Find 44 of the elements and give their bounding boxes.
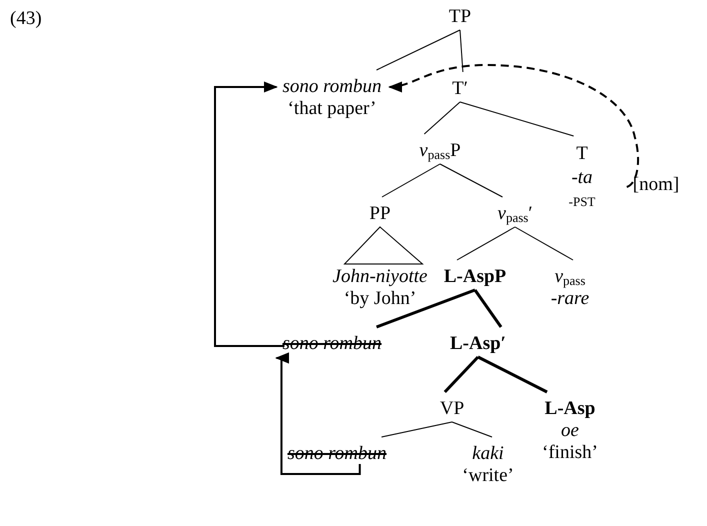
tree-node-label: v$_{pass}$ — [554, 266, 586, 288]
tree-branch — [460, 30, 464, 72]
tree-node-label: -ta — [570, 166, 594, 190]
tree-node-label: ‘by John’ — [342, 288, 418, 310]
tree-branch — [444, 356, 480, 394]
trace-label: sono rombun — [287, 443, 387, 465]
tree-node-label: ‘that paper’ — [286, 98, 378, 120]
tree-node-label: oe — [560, 420, 580, 442]
tree-node-label: VP — [440, 398, 464, 420]
tree-branch — [424, 102, 460, 134]
tree-branch — [456, 226, 516, 260]
tree-branch — [477, 356, 548, 394]
movement-arrow — [388, 64, 640, 188]
triangle-branch — [343, 226, 424, 264]
tree-branch — [382, 164, 440, 198]
tree-node-label: v$_{pass}$′ — [498, 203, 532, 225]
tree-node-label: L-AspP — [444, 266, 506, 288]
tree-node-label: -rare — [550, 288, 590, 310]
tree-node-label: ‘finish’ — [542, 442, 598, 464]
tree-node-label: T — [575, 142, 589, 166]
tree-branch — [460, 102, 574, 136]
tree-branch — [381, 422, 452, 438]
tree-node-label: L-Asp′ — [450, 333, 506, 355]
tree-node-label: T′ — [452, 78, 468, 100]
example-number: (43) — [10, 8, 42, 30]
tree-branch — [376, 30, 460, 70]
tree-branch — [452, 422, 492, 438]
tree-branch — [376, 288, 476, 328]
tree-node-label: PP — [369, 203, 391, 225]
tree-node-label: -PST — [568, 193, 596, 211]
tree-node-label: kaki — [471, 443, 505, 465]
tree-node-label: John-niyotte — [332, 266, 428, 288]
feature-label: [nom] — [632, 174, 680, 196]
tree-branch — [440, 164, 503, 198]
tree-node-label: v$_{pass}$P — [419, 140, 461, 162]
movement-arrow — [214, 81, 284, 347]
movement-arrow — [275, 352, 361, 475]
tree-node-label: sono rombun — [282, 76, 382, 98]
tree-node-label: L-Asp — [544, 398, 596, 420]
tree-branch — [514, 226, 574, 260]
tree-node-label: TP — [448, 6, 472, 28]
tree-branch — [474, 289, 502, 328]
trace-label: sono rombun — [282, 333, 382, 355]
tree-node-label: ‘write’ — [462, 465, 514, 487]
